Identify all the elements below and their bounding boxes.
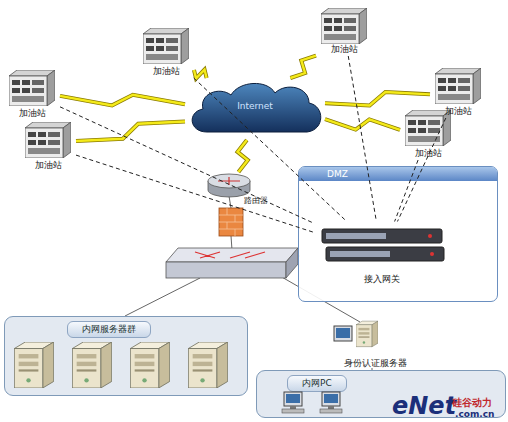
wireless-link [325,92,430,105]
wireless-link [76,122,185,141]
wireless-link [194,70,207,79]
bolt-fill [290,56,316,78]
bolt-fill [60,95,185,106]
server-icon [130,342,169,388]
bolt-outline [194,70,207,79]
watermark-text: eNet [392,392,456,420]
bolt-outline [238,140,248,172]
bolt-outline [290,56,316,78]
wireless-link [325,119,400,130]
gas-station: 加油站 [400,108,456,160]
node-label: 加油站 [445,105,472,118]
node-label: DMZ [299,167,497,181]
server-cluster-band: 内网服务器群 [4,316,248,396]
server-icon [188,342,227,388]
bolt-outline [325,119,400,130]
vpn-tunnel-line [76,155,315,232]
firewall-symbol [219,208,243,236]
router-symbol [208,174,250,197]
switch-symbol [166,248,298,278]
pc-icon [282,392,304,413]
gateway-node: 接入网关 [315,222,450,288]
vpn-tunnel-line [60,107,315,224]
node-label: Internet [237,101,273,111]
bolt-fill [325,92,430,105]
bolt-outline [325,92,430,105]
vpn-tunnel-line [397,118,445,222]
dashed-line [395,160,418,222]
router-node: 路由器 [200,172,268,206]
node-label: 加油站 [415,147,442,160]
wireless-link [290,56,316,78]
cloud-shape [192,83,321,132]
gas-station: 加油站 [316,6,372,56]
wireless-link [238,140,248,172]
server-icon [14,342,53,388]
dashed-line [348,56,376,222]
monitor-icon [334,326,352,341]
server-icon [72,342,111,388]
dashed-line [60,107,315,224]
node-label: 身份认证服务器 [344,357,407,370]
bolt-fill [194,70,207,79]
station-server-icon [435,68,481,104]
station-server-icon [321,8,367,44]
station-server-icon [9,70,55,106]
gas-station: 加油站 [20,120,76,172]
station-server-icon [25,122,71,158]
vpn-tunnel-line [395,160,418,222]
bolt-fill [325,119,400,130]
gateway-device [322,229,444,261]
bolt-outline [76,122,185,141]
wireless-link [60,95,185,106]
dashed-line [194,78,347,222]
vpn-tunnel-line [194,78,347,222]
gas-station: 加油站 [138,26,194,78]
auth-server: 身份认证服务器 [325,318,425,370]
pc-icon [320,392,342,413]
node-label: 路由器 [244,195,268,206]
internet-cloud: Internet [185,78,325,140]
node-label: 接入网关 [364,273,400,288]
gas-station: 加油站 [4,68,60,120]
watermark-text: .com.cn [455,409,494,419]
bolt-outline [60,95,185,106]
dashed-line [76,155,315,232]
station-server-icon [405,110,451,146]
gas-station: 加油站 [430,66,486,118]
dashed-line [397,118,445,222]
node-label: 加油站 [35,159,62,172]
node-label: 内网服务器群 [67,321,151,338]
station-server-icon [143,28,189,64]
node-label: 内网PC [287,375,347,392]
node-label: 加油站 [153,65,180,78]
vpn-tunnel-line [348,56,376,222]
node-label: 加油站 [331,43,358,56]
node-label: 加油站 [19,107,46,120]
server-icon [356,321,378,347]
dmz-zone: DMZ 接入网关 [298,166,498,302]
bolt-fill [76,122,185,141]
watermark-text: 硅谷动力 [452,396,492,410]
bolt-fill [238,140,248,172]
